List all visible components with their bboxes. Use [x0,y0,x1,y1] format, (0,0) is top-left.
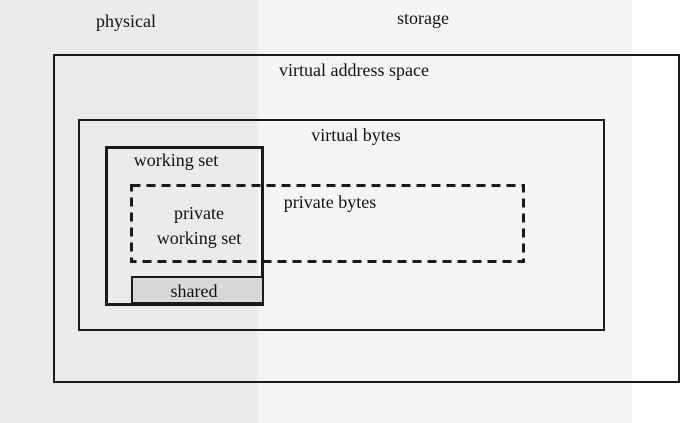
virtual-bytes-box [78,119,605,331]
storage-label: storage [397,8,449,28]
private-bytes-label: private bytes [283,192,377,212]
virtual-bytes-label: virtual bytes [311,125,401,145]
private-working-set-label-line2: working set [156,228,242,248]
physical-label: physical [96,11,156,31]
virtual-address-space-box [53,54,680,383]
virtual-address-space-label: virtual address space [279,60,429,80]
private-working-set-label-line1: private [174,203,224,223]
shared-box [131,276,264,304]
shared-label: shared [170,281,218,301]
working-set-label: working set [133,150,219,170]
private-working-set-label: private working set [157,201,242,251]
